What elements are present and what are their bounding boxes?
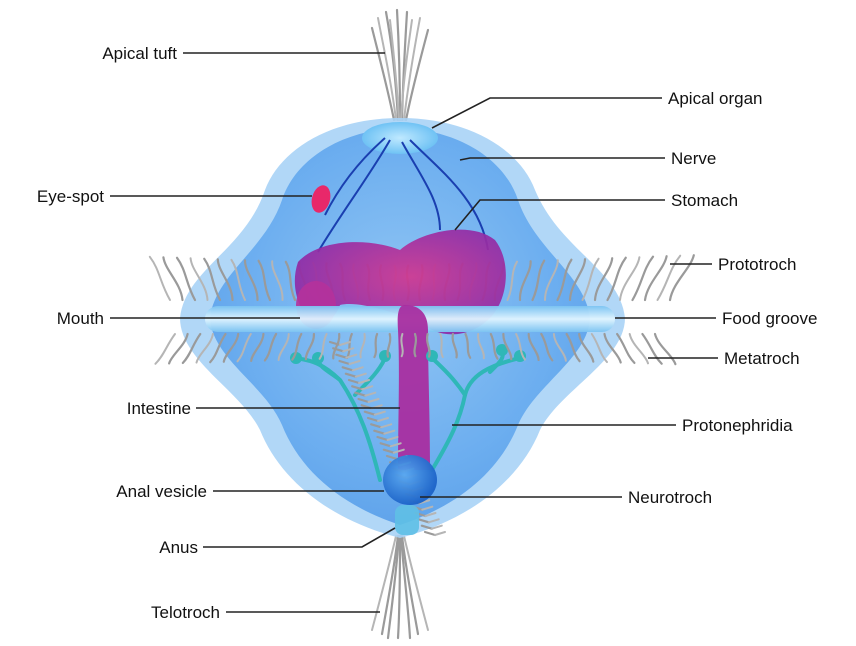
- apical-tuft: [372, 10, 428, 120]
- label-nerve: Nerve: [671, 149, 716, 168]
- label-apical-organ: Apical organ: [668, 89, 763, 108]
- label-neurotroch: Neurotroch: [628, 488, 712, 507]
- intestine: [398, 305, 430, 470]
- anus: [395, 505, 419, 535]
- telotroch: [372, 536, 428, 638]
- label-stomach: Stomach: [671, 191, 738, 210]
- label-metatroch: Metatroch: [724, 349, 800, 368]
- label-eye-spot: Eye-spot: [37, 187, 104, 206]
- label-anus: Anus: [159, 538, 198, 557]
- label-telotroch: Telotroch: [151, 603, 220, 622]
- label-apical-tuft: Apical tuft: [102, 44, 177, 63]
- label-protonephridia: Protonephridia: [682, 416, 793, 435]
- label-mouth: Mouth: [57, 309, 104, 328]
- label-prototroch: Prototroch: [718, 255, 796, 274]
- label-food-groove: Food groove: [722, 309, 817, 328]
- label-intestine: Intestine: [127, 399, 191, 418]
- label-anal-vesicle: Anal vesicle: [116, 482, 207, 501]
